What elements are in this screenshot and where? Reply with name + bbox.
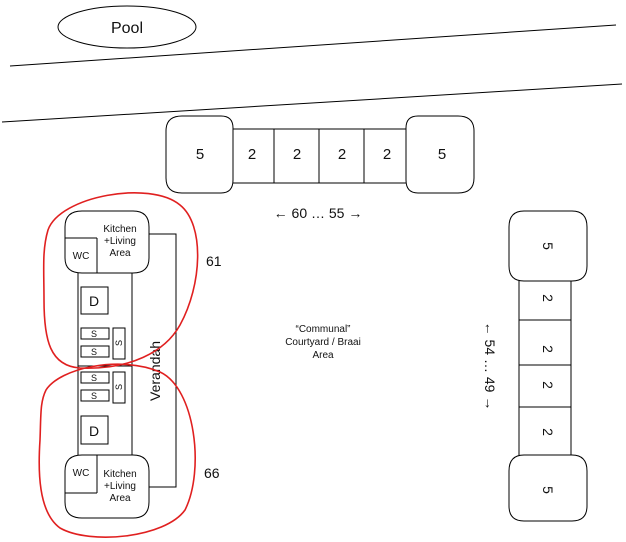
top-block-end-unit-right [405,115,475,194]
shower-label: S [91,329,97,339]
top-unit-label: 2 [248,146,256,163]
shower-top-1 [80,327,110,340]
right-unit-block: 5 2 2 2 2 5 ← 54 … 49 → [482,210,588,522]
wc-label: WC [73,251,90,262]
kitchen-label-line: +Living [104,481,136,492]
right-block-strip [518,273,572,463]
right-block-end-unit-top [508,210,588,282]
right-block-end-unit-bottom [508,454,588,522]
top-unit-label: 2 [338,146,346,163]
courtyard-label-line: “Communal” [295,324,350,335]
dining-label: D [89,423,99,439]
courtyard-label-line: Courtyard / Braai [285,337,361,348]
dining-room-bottom [80,415,109,445]
kitchen-label-line: Kitchen [103,469,136,480]
pool: Pool [57,5,197,49]
kitchen-label-line: Kitchen [103,224,136,235]
right-unit-label: 2 [540,428,556,436]
boundary-line-1 [9,24,617,67]
courtyard-area: “Communal” Courtyard / Braai Area [285,324,361,361]
verandah-label: Verandah [147,341,163,401]
top-block-unit-range: ← 60 … 55 → [274,205,363,221]
highlight-unit-66 [38,363,196,538]
kitchen-label-line: +Living [104,236,136,247]
shower-label: S [91,391,97,401]
right-unit-label: 5 [540,242,556,250]
wc-label: WC [73,468,90,479]
right-unit-label: 5 [540,486,556,494]
top-unit-label: 2 [293,146,301,163]
courtyard-label-line: Area [312,350,334,361]
right-unit-label: 2 [540,345,556,353]
right-unit-label: 2 [540,381,556,389]
highlight-unit-61 [42,192,199,369]
unit-number-bottom: 66 [204,465,220,481]
shower-label: S [114,384,124,390]
left-unit-block: Verandah WC Kitchen +Living Area D S S S… [38,192,222,538]
top-unit-label: 5 [196,146,204,163]
kitchen-label-line: Area [109,248,131,259]
top-block-end-unit-left [165,115,234,194]
kitchen-label-line: Area [109,493,131,504]
right-unit-label: 2 [540,294,556,302]
shower-label: S [114,340,124,346]
shower-label: S [91,347,97,357]
top-unit-block: 5 2 2 2 2 5 ← 60 … 55 → [165,115,475,221]
kitchen-living-area-top [64,210,150,274]
dining-label: D [89,293,99,309]
pool-outline [57,5,197,49]
unit-number-top: 61 [206,253,222,269]
top-unit-label: 5 [438,146,446,163]
shower-label: S [91,373,97,383]
shower-bottom-2 [80,389,110,402]
top-unit-label: 2 [383,146,391,163]
shower-top-3 [112,327,126,360]
kitchen-living-area-bottom [64,454,150,519]
shower-bottom-1 [80,371,110,384]
shower-bottom-3 [112,371,126,404]
pool-label: Pool [111,20,143,37]
boundary-line-2 [1,83,623,123]
dining-room-top [80,286,109,315]
right-block-unit-range: ← 54 … 49 → [482,322,498,411]
shower-top-2 [80,345,110,358]
